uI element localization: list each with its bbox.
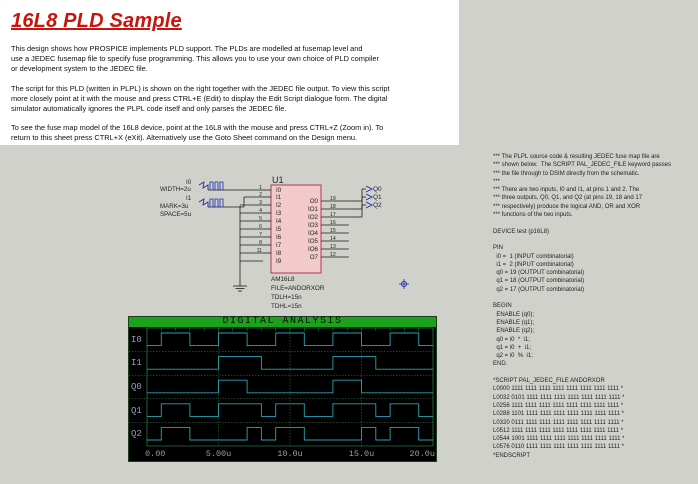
device-tdlh-label: TDLH=15n bbox=[271, 294, 302, 301]
right-pin-number: 18 bbox=[330, 204, 336, 210]
right-pin-number: 16 bbox=[330, 220, 336, 226]
left-pin-name: I6 bbox=[276, 234, 282, 241]
generator-i1-space: SPACE=5u bbox=[160, 211, 192, 218]
left-pin-number: 6 bbox=[259, 224, 262, 230]
right-pin-number: 19 bbox=[330, 196, 336, 202]
pulse-generator-i1[interactable] bbox=[198, 198, 227, 208]
input-wires bbox=[227, 189, 263, 286]
probe-q1-arrow-icon[interactable] bbox=[365, 193, 374, 201]
right-pin-number: 13 bbox=[330, 244, 336, 250]
output-label-q0: Q0 bbox=[373, 186, 382, 193]
trace-q0 bbox=[147, 379, 433, 394]
right-pin-name: IO2 bbox=[308, 214, 319, 221]
left-pin-name: I3 bbox=[276, 210, 282, 217]
pulse-generator-i0[interactable] bbox=[198, 181, 227, 191]
origin-marker-icon[interactable] bbox=[399, 279, 409, 289]
right-pin-name: IO1 bbox=[308, 206, 319, 213]
analysis-plot bbox=[129, 327, 434, 447]
right-pin-name: IO3 bbox=[308, 222, 319, 229]
left-pin-number: 7 bbox=[259, 232, 262, 238]
left-pin-name: I1 bbox=[276, 194, 282, 201]
right-pin-name: O7 bbox=[310, 254, 319, 261]
trace-label: Q0 bbox=[131, 382, 142, 392]
right-pin-number: 15 bbox=[330, 228, 336, 234]
page-title: 16L8 PLD Sample bbox=[11, 10, 182, 32]
left-pin-name: I2 bbox=[276, 202, 282, 209]
output-wires bbox=[349, 188, 366, 218]
right-pin-group: 19 O0 18 IO1 17 IO2 16 IO3 15 IO4 14 IO5 13 IO6 12 O7 bbox=[308, 196, 349, 261]
analysis-title: DIGITAL ANALYSIS bbox=[222, 316, 343, 327]
intro-panel: 16L8 PLD Sample This design shows how PR… bbox=[0, 0, 459, 145]
left-pin-number: 3 bbox=[259, 200, 262, 206]
chip-reference: U1 bbox=[272, 175, 284, 185]
left-pin-name: I8 bbox=[276, 250, 282, 257]
x-tick-label: 0.00 bbox=[145, 449, 166, 459]
left-pin-name: I0 bbox=[276, 187, 282, 194]
pld-chip-body[interactable] bbox=[270, 184, 322, 274]
left-pin-name: I5 bbox=[276, 226, 282, 233]
left-pin-name: I4 bbox=[276, 218, 282, 225]
trace-label: I1 bbox=[131, 358, 142, 369]
right-pin-number: 14 bbox=[330, 236, 336, 242]
left-pin-number: 2 bbox=[259, 192, 262, 198]
intro-paragraph-2: The script for this PLD (written in PLPL… bbox=[11, 84, 390, 113]
intro-paragraph-1: This design shows how PROSPICE implement… bbox=[11, 44, 379, 73]
right-pin-name: IO5 bbox=[308, 238, 319, 245]
left-pin-number: 4 bbox=[259, 208, 262, 214]
generator-i0-name: I0 bbox=[186, 179, 192, 186]
trace-i0 bbox=[147, 332, 433, 347]
right-pin-name: O0 bbox=[310, 198, 319, 205]
plpl-script-block[interactable]: *** The PLPL source code & resulting JED… bbox=[493, 154, 672, 459]
generator-i0-width: WIDTH=2u bbox=[160, 186, 191, 193]
left-pin-name: I7 bbox=[276, 242, 282, 249]
left-pin-number: 1 bbox=[259, 185, 262, 191]
probe-q2-arrow-icon[interactable] bbox=[365, 201, 374, 209]
ground-symbol[interactable] bbox=[233, 285, 247, 292]
left-pin-number: 5 bbox=[259, 216, 262, 222]
right-pin-number: 17 bbox=[330, 212, 336, 218]
probe-q0-arrow-icon[interactable] bbox=[365, 185, 374, 193]
intro-paragraph-3: To see the fuse map model of the 16L8 de… bbox=[11, 123, 384, 142]
left-pin-number: 8 bbox=[259, 240, 262, 246]
x-tick-label: 5.00u bbox=[205, 449, 232, 459]
output-label-q2: Q2 bbox=[373, 202, 382, 209]
trace-q1 bbox=[147, 403, 433, 417]
trace-label: Q1 bbox=[131, 405, 142, 416]
device-tdhl-label: TDHL=15n bbox=[271, 303, 302, 310]
right-pin-name: IO6 bbox=[308, 246, 319, 253]
device-file-label: FILE=ANDORXOR bbox=[271, 285, 325, 292]
x-tick-label: 15.0u bbox=[348, 449, 375, 459]
left-pin-number: 11 bbox=[257, 248, 262, 254]
device-type-label: AM16L8 bbox=[271, 276, 295, 283]
x-tick-label: 20.0u bbox=[409, 449, 436, 459]
generator-i1-mark: MARK=3u bbox=[160, 203, 189, 210]
trace-label: Q2 bbox=[131, 429, 142, 440]
output-label-q1: Q1 bbox=[373, 194, 382, 201]
generator-i1-name: I1 bbox=[186, 195, 192, 202]
right-pin-name: IO4 bbox=[308, 230, 319, 237]
trace-label: I0 bbox=[131, 334, 142, 345]
right-pin-number: 12 bbox=[330, 252, 336, 258]
trace-q2 bbox=[147, 426, 433, 441]
trace-i1 bbox=[147, 356, 433, 370]
x-tick-label: 10.0u bbox=[277, 449, 303, 459]
analysis-title-bar: DIGITAL ANALYSIS bbox=[129, 316, 436, 327]
left-pin-name: I9 bbox=[276, 258, 282, 265]
